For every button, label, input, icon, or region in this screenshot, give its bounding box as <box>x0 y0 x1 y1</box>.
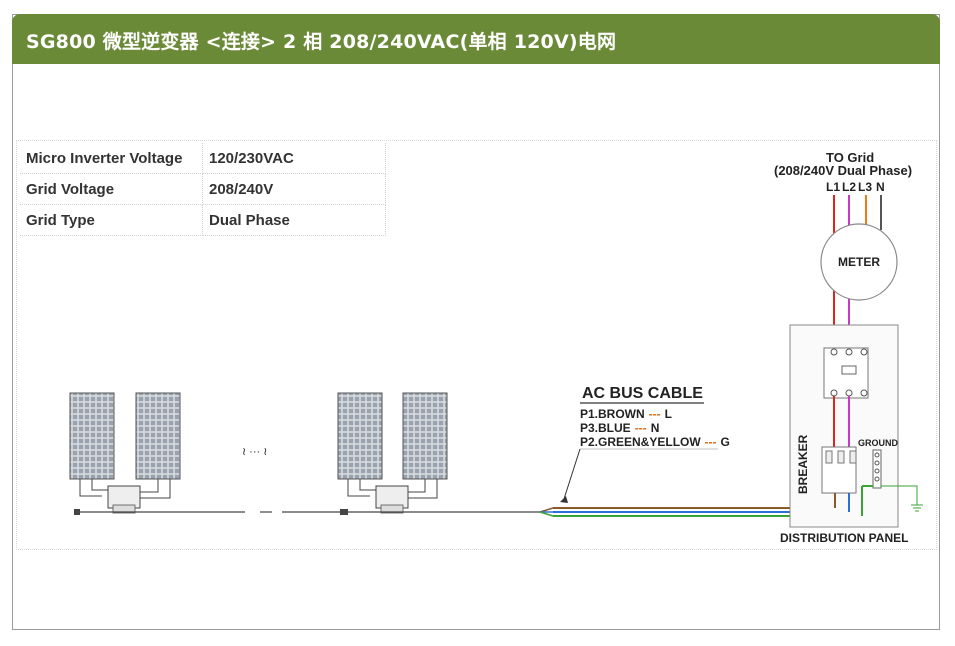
spec-value: Dual Phase <box>202 204 386 236</box>
solar-panel <box>69 392 115 480</box>
cable-legend-green-yellow: P2.GREEN&YELLOW---G <box>580 435 730 449</box>
ac-bus-line <box>74 507 862 517</box>
cable-legend-brown: P1.BROWN---L <box>580 407 672 421</box>
grid-connection: TO Grid (208/240V Dual Phase) L1 L2 L3 N… <box>774 150 912 352</box>
solar-panel <box>402 392 448 480</box>
solar-panel <box>135 392 181 480</box>
spec-row: Grid Type Dual Phase <box>20 204 386 236</box>
spec-row: Micro Inverter Voltage 120/230VAC <box>20 143 386 174</box>
breaker-label: BREAKER <box>796 434 810 494</box>
ac-bus-cable-label: AC BUS CABLE P1.BROWN---L P3.BLUE---N P2… <box>560 385 730 503</box>
meter <box>820 223 898 301</box>
spec-table: Micro Inverter Voltage 120/230VAC Grid V… <box>20 143 386 236</box>
spec-value: 208/240V <box>202 173 386 205</box>
meter-label: METER <box>838 255 880 269</box>
spec-value: 120/230VAC <box>202 143 386 174</box>
ellipsis-mark: ≀ ··· ≀ <box>242 446 267 458</box>
content-frame <box>12 14 940 630</box>
ground-symbol-icon <box>911 504 923 512</box>
solar-panel-group-2 <box>337 392 448 514</box>
solar-panel-group-1 <box>69 392 181 514</box>
spec-label: Grid Type <box>20 204 203 236</box>
distribution-panel-label: DISTRIBUTION PANEL <box>780 531 908 545</box>
line-label-n: N <box>876 180 885 194</box>
spec-row: Grid Voltage 208/240V <box>20 173 386 205</box>
cable-legend-blue: P3.BLUE---N <box>580 421 659 435</box>
diagram-area <box>16 140 937 550</box>
spec-label: Grid Voltage <box>20 173 203 205</box>
ground-label: GROUND <box>858 438 898 448</box>
distribution-panel: BREAKER GROUND DISTRIBUTION PANEL <box>780 324 923 545</box>
page-title: SG800 微型逆变器 <连接> 2 相 208/240VAC(单相 120V)… <box>26 31 617 53</box>
line-label-l2: L2 <box>842 180 856 194</box>
line-label-l3: L3 <box>858 180 872 194</box>
solar-panel <box>337 392 383 480</box>
spec-label: Micro Inverter Voltage <box>20 143 203 174</box>
line-label-l1: L1 <box>826 180 840 194</box>
header-bar: SG800 微型逆变器 <连接> 2 相 208/240VAC(单相 120V)… <box>12 14 940 64</box>
ac-bus-cable-title: AC BUS CABLE <box>582 385 703 402</box>
grid-phase-label: (208/240V Dual Phase) <box>774 163 912 178</box>
to-grid-label: TO Grid <box>826 150 874 165</box>
